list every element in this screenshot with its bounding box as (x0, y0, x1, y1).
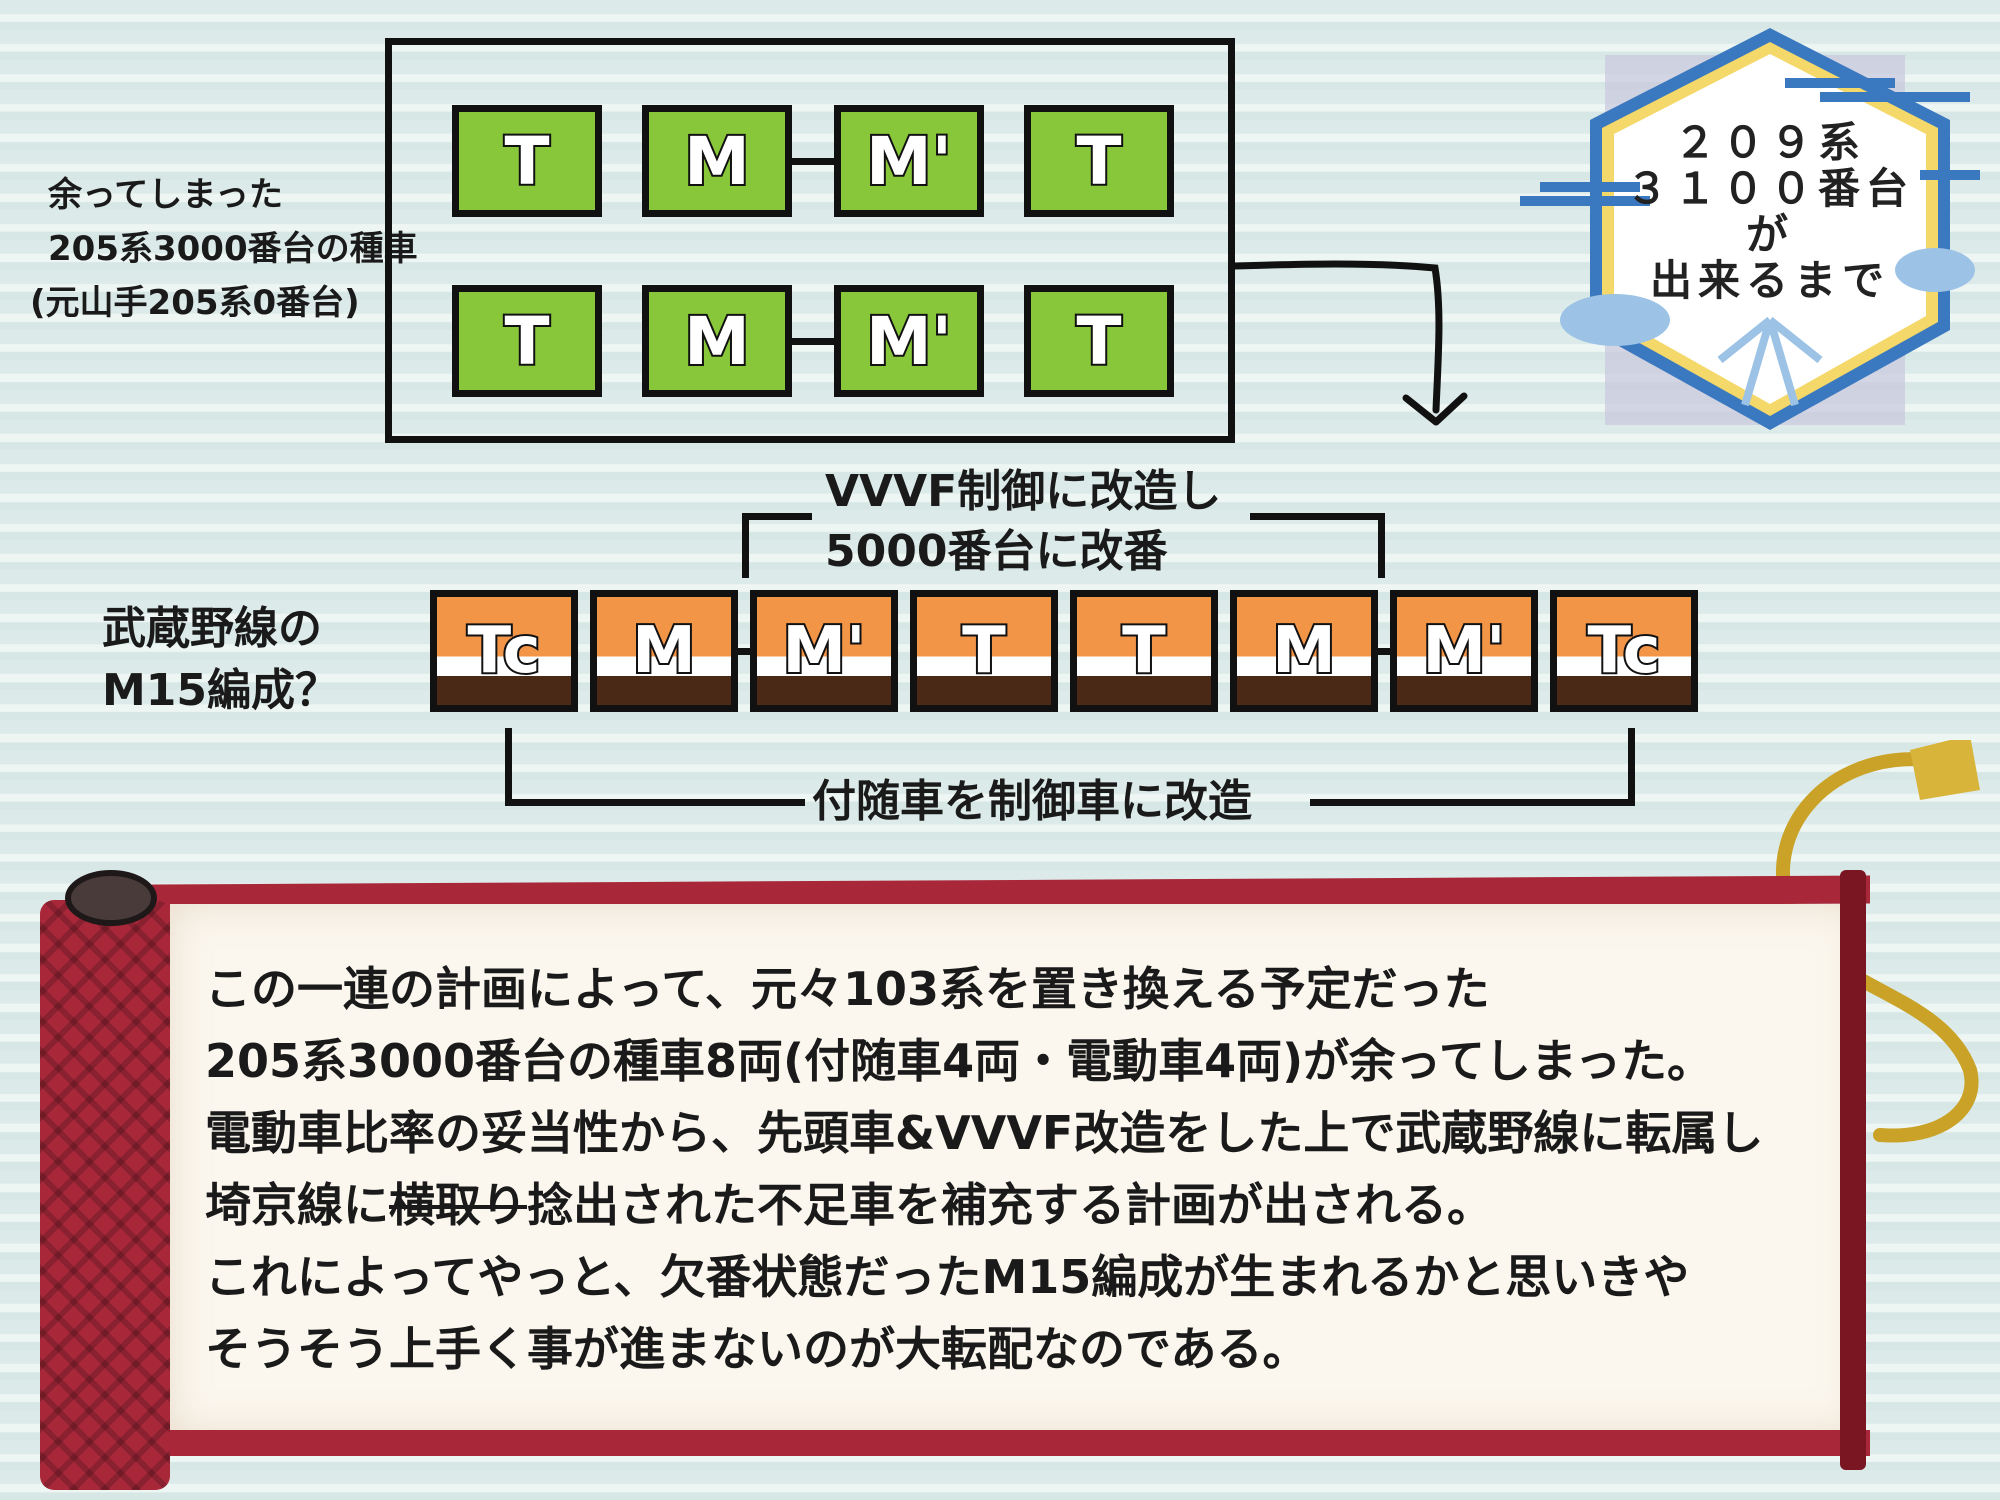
vvvf-bracket (742, 513, 749, 578)
old-label-line3: (元山手205系0番台) (30, 283, 360, 323)
scroll-line1: この一連の計画によって、元々103系を置き換える予定だった (205, 962, 1490, 1016)
scroll-paper (170, 904, 1860, 1434)
new-car-2: M (590, 590, 738, 712)
old-car-row1-4: T (1024, 105, 1174, 217)
scroll-text: この一連の計画によって、元々103系を置き換える予定だった 205系3000番台… (205, 953, 1845, 1385)
scroll-line3: 電動車比率の妥当性から、先頭車&VVVF改造をした上で武蔵野線に転属し (205, 1106, 1764, 1160)
control-car-bracket (1310, 799, 1635, 806)
control-car-bracket (505, 799, 805, 806)
new-car-8: Tc (1550, 590, 1698, 712)
new-car-6: M (1230, 590, 1378, 712)
new-car-5: T (1070, 590, 1218, 712)
control-car-note: 付随車を制御車に改造 (812, 776, 1252, 827)
scroll-line4: 埼京線に横取り捻出された不足車を補充する計画が出される。 (205, 1169, 1845, 1241)
old-car-row1-2: M (642, 105, 792, 217)
control-car-bracket (505, 728, 512, 806)
old-car-row1-1: T (452, 105, 602, 217)
scroll-bottom-edge (150, 1430, 1870, 1456)
new-car-4: T (910, 590, 1058, 712)
coupler (792, 338, 834, 345)
vvvf-note-line1: VVVF制御に改造し (825, 466, 1222, 517)
coupler (792, 158, 834, 165)
vvvf-bracket (742, 513, 812, 520)
emblem-line3: が (1745, 210, 1794, 259)
old-car-row1-3: M' (834, 105, 984, 217)
scroll-line5: これによってやっと、欠番状態だったM15編成が生まれるかと思いきや (205, 1250, 1690, 1304)
old-car-row2-1: T (452, 285, 602, 397)
scroll-line4-struck: 横取り (389, 1178, 527, 1232)
control-car-bracket (1628, 728, 1635, 806)
musashino-label: 武蔵野線の M15編成？ (102, 598, 339, 722)
emblem-line2: ３１００番台 (1625, 164, 1914, 213)
old-formation-frame (385, 38, 1235, 443)
vvvf-bracket (1378, 513, 1385, 578)
conversion-arrow (1231, 260, 1468, 426)
new-car-7: M' (1390, 590, 1538, 712)
old-car-row2-2: M (642, 285, 792, 397)
coupler (1378, 648, 1390, 655)
old-label-line2: 205系3000番台の種車 (48, 229, 418, 269)
emblem-line1: ２０９系 (1673, 118, 1866, 167)
new-car-3: M' (750, 590, 898, 712)
scroll: この一連の計画によって、元々103系を置き換える予定だった 205系3000番台… (40, 870, 1900, 1490)
vvvf-note-line2: 5000番台に改番 (825, 526, 1168, 577)
scroll-right-rod (1840, 870, 1866, 1470)
vvvf-bracket (1250, 513, 1385, 520)
scroll-line2: 205系3000番台の種車8両(付随車4両・電動車4両)が余ってしまった。 (205, 1034, 1713, 1088)
emblem-line4: 出来るまで (1649, 256, 1890, 305)
old-label-line1: 余ってしまった (48, 175, 283, 215)
emblem-hexagon-icon (1520, 28, 1980, 430)
old-formation-label: 余ってしまった 205系3000番台の種車 (元山手205系0番台) (30, 168, 418, 330)
new-car-1: Tc (430, 590, 578, 712)
coupler (738, 648, 750, 655)
scroll-line6: そうそう上手く事が進まないのが大転配なのである。 (205, 1322, 1309, 1376)
scroll-line4-b: 捻出された不足車を補充する計画が出される。 (527, 1178, 1493, 1232)
scroll-left-roller (40, 900, 170, 1490)
musashino-label-line2: M15編成？ (102, 665, 340, 716)
musashino-label-line1: 武蔵野線の (102, 603, 322, 654)
old-car-row2-3: M' (834, 285, 984, 397)
scroll-roller-cap (65, 870, 157, 926)
title-emblem: ２０９系 ３１００番台 が 出来るまで (1520, 20, 1980, 440)
vvvf-note: VVVF制御に改造し 5000番台に改番 (825, 462, 1221, 582)
scroll-line4-a: 埼京線に (205, 1178, 389, 1232)
old-car-row2-4: T (1024, 285, 1174, 397)
